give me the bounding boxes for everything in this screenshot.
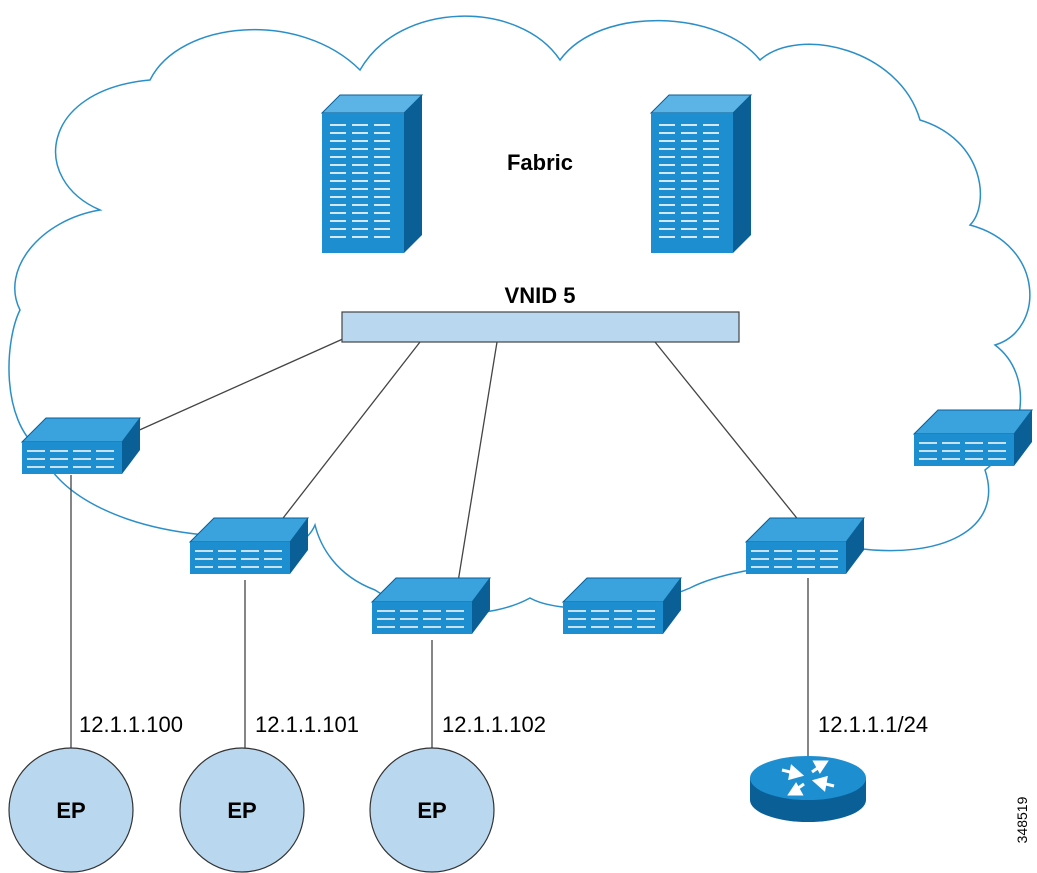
leaf-switch-icon xyxy=(21,417,141,475)
endpoint-icon: EP xyxy=(8,747,134,873)
spine-switch-icon xyxy=(650,94,752,254)
fabric-links xyxy=(134,337,801,583)
figure-id: 348519 xyxy=(1014,796,1030,843)
router-icon xyxy=(750,756,866,822)
link-leaf-2 xyxy=(279,341,421,523)
endpoint-label: EP xyxy=(417,798,446,823)
endpoint-ip-label: 12.1.1.100 xyxy=(79,712,183,737)
vnid-bar xyxy=(341,311,740,343)
leaf-switch-icon xyxy=(189,517,309,575)
endpoint-label: EP xyxy=(56,798,85,823)
leaf-switch-icon xyxy=(371,577,491,635)
endpoint-ip-label: 12.1.1.101 xyxy=(255,712,359,737)
link-leaf-3 xyxy=(457,341,498,583)
vnid-label: VNID 5 xyxy=(505,283,576,308)
leaf-switch-icon xyxy=(562,577,682,635)
endpoint-icon: EP xyxy=(369,747,495,873)
endpoint-label: EP xyxy=(227,798,256,823)
endpoint-icon: EP xyxy=(179,747,305,873)
link-leaf-1 xyxy=(134,337,346,433)
fabric-label: Fabric xyxy=(507,150,573,175)
link-leaf-5 xyxy=(654,341,801,523)
router-ip-label: 12.1.1.1/24 xyxy=(818,712,928,737)
leaf-switch-icon xyxy=(745,517,865,575)
spine-switch-icon xyxy=(321,94,423,254)
access-links xyxy=(70,475,809,758)
endpoint-ip-label: 12.1.1.102 xyxy=(442,712,546,737)
leaf-switch-icon xyxy=(913,409,1033,467)
